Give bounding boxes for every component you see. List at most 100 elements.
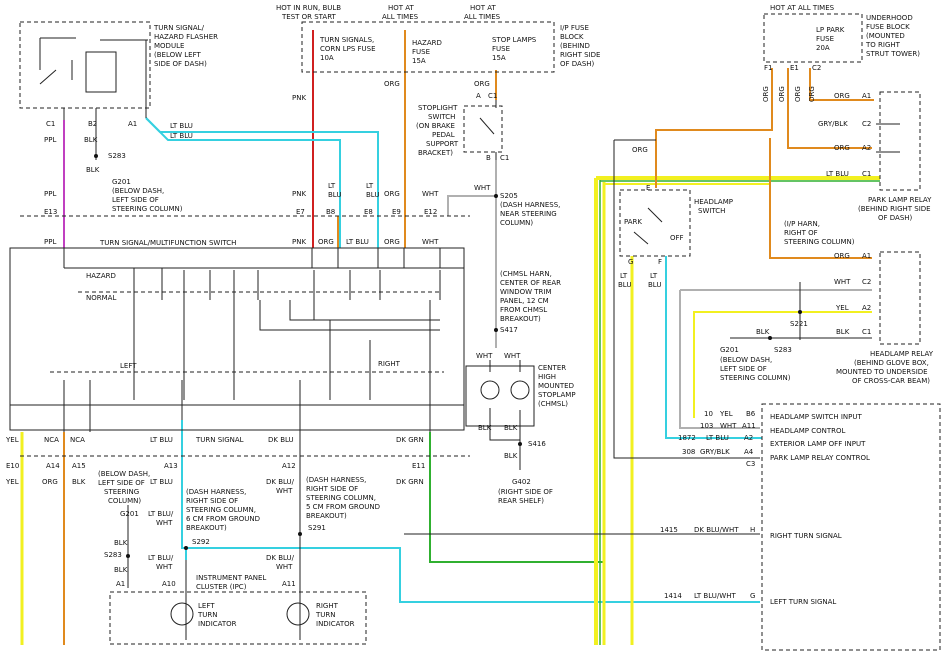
turn-color: LT BLU/WHT bbox=[694, 592, 736, 600]
chmsl-3: MOUNTED bbox=[538, 382, 574, 390]
lbl-ltblu2-a: LT bbox=[328, 182, 336, 190]
labels: TURN SIGNAL/ HAZARD FLASHER MODULE (BELO… bbox=[5, 4, 934, 628]
lbl-ltbluwht-2: WHT bbox=[156, 519, 173, 527]
bcm-row: 10 YEL B6 HEADLAMP SWITCH INPUT bbox=[704, 410, 863, 421]
flasher-title-5: SIDE OF DASH) bbox=[154, 60, 207, 68]
v-org-3: ORG bbox=[794, 86, 802, 102]
uh-title-3: (MOUNTED bbox=[866, 32, 905, 40]
bcm-row-color: YEL bbox=[719, 410, 733, 418]
wire-ltblu-hs bbox=[665, 256, 762, 439]
lbl-ltblu-2: LT BLU bbox=[170, 132, 193, 140]
fuse1-l1: TURN SIGNALS, bbox=[319, 36, 374, 44]
hs-lt-2: LT bbox=[650, 272, 658, 280]
stop-pin-c1b: C1 bbox=[500, 154, 509, 162]
s417-note-3: WINDOW TRIM bbox=[500, 288, 552, 296]
stop-title-2: SWITCH bbox=[428, 113, 455, 121]
pr-pin-a2: A2 bbox=[862, 144, 871, 152]
lbl-pnk-2: PNK bbox=[292, 190, 306, 198]
conn-e8: E8 bbox=[364, 208, 373, 216]
mf-left: LEFT bbox=[120, 362, 137, 370]
uh-title-5: STRUT TOWER) bbox=[866, 50, 920, 58]
lbl-blk-3: BLK bbox=[478, 424, 492, 432]
colored-wires bbox=[20, 30, 880, 645]
s292-note-3: STEERING COLUMN, bbox=[186, 506, 256, 514]
ipharn-1: (I/P HARN, bbox=[784, 220, 820, 228]
bd-note-3: STEERING bbox=[104, 488, 139, 496]
hs-pin-g: G bbox=[628, 258, 633, 266]
header-all-times-2: ALL TIMES bbox=[464, 13, 501, 21]
turn-pin: G bbox=[750, 592, 755, 600]
uh-title-2: FUSE BLOCK bbox=[866, 23, 910, 31]
mf-title: TURN SIGNAL/MULTIFUNCTION SWITCH bbox=[99, 239, 236, 247]
lbl-blk-6: BLK bbox=[72, 478, 86, 486]
turn-output-row: 1414 LT BLU/WHT G LEFT TURN SIGNAL bbox=[664, 592, 836, 606]
hr-title-3: MOUNTED TO UNDERSIDE bbox=[836, 368, 928, 376]
s292-note-2: RIGHT SIDE OF bbox=[186, 497, 238, 505]
ipfuse-title-4: RIGHT SIDE bbox=[560, 51, 600, 59]
ipfuse-title-3: (BEHIND bbox=[560, 42, 590, 50]
lbl-dkgrn-2: DK GRN bbox=[396, 478, 424, 486]
lbl-ltblu-3: LT BLU bbox=[346, 238, 369, 246]
lbl-org-1: ORG bbox=[384, 80, 400, 88]
bd-note-4: COLUMN) bbox=[108, 497, 141, 505]
ipc-left-3: INDICATOR bbox=[198, 620, 237, 628]
lbl-org-3: ORG bbox=[384, 190, 400, 198]
uh-fuse-1: LP PARK bbox=[816, 26, 845, 34]
wire-org-hr bbox=[769, 138, 872, 259]
stop-pin-c1: C1 bbox=[488, 92, 497, 100]
lbl-wht-3: WHT bbox=[422, 238, 439, 246]
bcm-row-pin: A11 bbox=[742, 422, 756, 430]
lbl-ltbluwht-3: LT BLU/ bbox=[148, 554, 174, 562]
lbl-s283-2: S283 bbox=[104, 551, 122, 559]
fuse3-l3: 15A bbox=[492, 54, 506, 62]
s291-note-3: STEERING COLUMN, bbox=[306, 494, 376, 502]
ipharn-2: RIGHT OF bbox=[784, 229, 818, 237]
bcm-row-num: 103 bbox=[700, 422, 713, 430]
bcm-row-color: WHT bbox=[720, 422, 737, 430]
lbl-ltbluwht-1: LT BLU/ bbox=[148, 510, 174, 518]
lbl-blk-2: BLK bbox=[86, 166, 100, 174]
turn-output-row: 1415 DK BLU/WHT H RIGHT TURN SIGNAL bbox=[660, 526, 842, 540]
fuse1-l2: CORN LPS FUSE bbox=[320, 45, 376, 53]
lbl-nca-1: NCA bbox=[44, 436, 59, 444]
uh-pin-e1: E1 bbox=[790, 64, 799, 72]
header-hot-run: HOT IN RUN, BULB bbox=[276, 4, 341, 12]
hr-title-2: (BEHIND GLOVE BOX, bbox=[854, 359, 929, 367]
hr-pin-c1: C1 bbox=[862, 328, 871, 336]
s417-note-4: PANEL, 12 CM bbox=[500, 297, 549, 305]
bcm-row-pin: A2 bbox=[744, 434, 753, 442]
wire-gry-1 bbox=[679, 290, 760, 429]
turn-num: 1415 bbox=[660, 526, 678, 534]
ipc-right-2: TURN bbox=[315, 611, 336, 619]
uh-fuse-3: 20A bbox=[816, 44, 830, 52]
conn-a15: A15 bbox=[72, 462, 86, 470]
hs-off: OFF bbox=[670, 234, 684, 242]
header-hot-at-2: HOT AT bbox=[470, 4, 497, 12]
lbl-ltblu3-b: BLU bbox=[366, 191, 379, 199]
hr-blk: BLK bbox=[836, 328, 850, 336]
lbl-s205n-1: (DASH HARNESS, bbox=[500, 201, 560, 209]
hr-g201n-1: (BELOW DASH, bbox=[720, 356, 772, 364]
lbl-ltblu3-a: LT bbox=[366, 182, 374, 190]
stop-title-3: (ON BRAKE bbox=[416, 122, 455, 130]
ipc-left-1: LEFT bbox=[198, 602, 215, 610]
fuse3-l2: FUSE bbox=[492, 45, 510, 53]
turn-color: DK BLU/WHT bbox=[694, 526, 739, 534]
ipfuse-title-5: OF DASH) bbox=[560, 60, 595, 68]
lbl-blk-1: BLK bbox=[84, 136, 98, 144]
s291-note-1: (DASH HARNESS, bbox=[306, 476, 366, 484]
ipc-left-2: TURN bbox=[197, 611, 218, 619]
ipc-pin-a10: A10 bbox=[162, 580, 176, 588]
pr-title-1: PARK LAMP RELAY bbox=[868, 196, 932, 204]
splice-dots bbox=[94, 154, 802, 558]
stop-title-1: STOPLIGHT bbox=[418, 104, 458, 112]
pr-title-2: (BEHIND RIGHT SIDE bbox=[858, 205, 931, 213]
wire-dkgrn bbox=[429, 432, 604, 563]
lbl-pnk-1: PNK bbox=[292, 94, 306, 102]
lbl-dkbluwht-3: DK BLU/ bbox=[266, 554, 295, 562]
bcm-row-num: 308 bbox=[682, 448, 695, 456]
lbl-org-5: ORG bbox=[384, 238, 400, 246]
chmsl-5: (CHMSL) bbox=[538, 400, 568, 408]
s292-note-4: 6 CM FROM GROUND bbox=[186, 515, 260, 523]
fuse1-l3: 10A bbox=[320, 54, 334, 62]
